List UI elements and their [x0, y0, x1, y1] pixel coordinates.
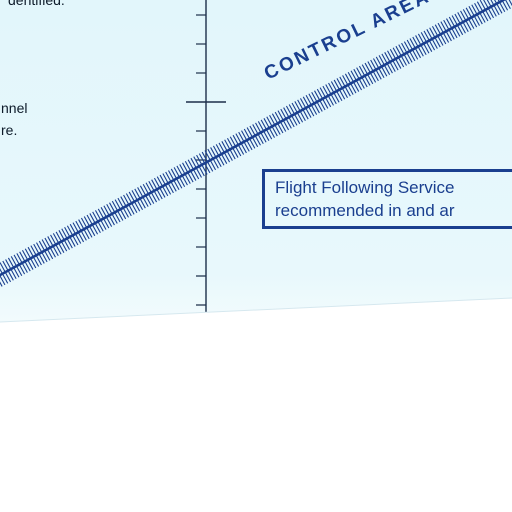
- flight-following-notice-box: [262, 169, 512, 229]
- notice-line-2: recommended in and ar: [275, 201, 455, 220]
- control-area-boundary: [0, 0, 512, 296]
- note-re-partial: re.: [1, 122, 18, 138]
- note-channel-partial: nnel: [1, 100, 28, 116]
- boundary-center-line: [0, 0, 512, 288]
- map-edge: [0, 297, 512, 323]
- airspace-fill: [0, 0, 512, 322]
- meridian-ticks: [186, 14, 226, 306]
- note-identified-partial: dentified.: [8, 0, 65, 8]
- notice-line-1: Flight Following Service: [275, 178, 455, 197]
